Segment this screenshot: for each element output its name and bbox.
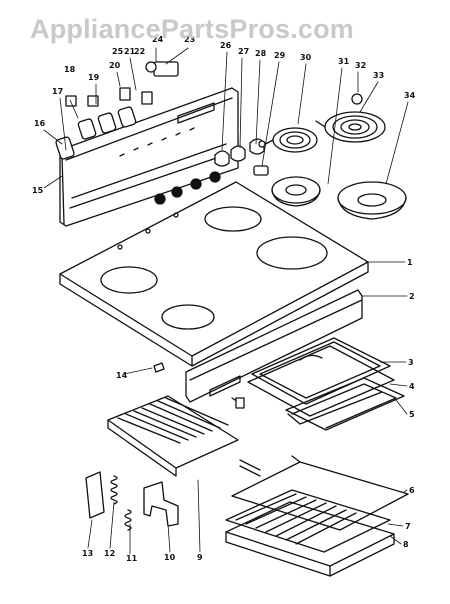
- callout-15: 15: [32, 186, 44, 195]
- callout-33: 33: [373, 71, 384, 80]
- bracket-13: [85, 471, 105, 519]
- terminal-block: [235, 397, 245, 409]
- broiler-pan: [225, 501, 395, 577]
- callout-6: 6: [409, 486, 415, 495]
- leader-lines: [43, 47, 409, 555]
- callout-27: 27: [238, 47, 249, 56]
- panel-knobs: [154, 171, 221, 205]
- grill-grate: [107, 395, 239, 477]
- callout-10: 10: [164, 553, 176, 562]
- drip-pan-large: [337, 181, 407, 220]
- drip-pan-small: [271, 176, 321, 207]
- callout-8: 8: [403, 540, 409, 549]
- control-panel: [59, 87, 239, 227]
- element-receptacle: [253, 93, 363, 176]
- callout-25: 25: [112, 47, 124, 56]
- callout-2: 2: [409, 292, 415, 301]
- spring-12: [110, 475, 118, 505]
- callout-24: 24: [152, 35, 164, 44]
- callout-20: 20: [109, 61, 121, 70]
- control-housing: [185, 289, 363, 403]
- bracket-10: [143, 481, 179, 527]
- callout-26: 26: [220, 41, 232, 50]
- clip-14: [153, 362, 165, 373]
- callout-34: 34: [404, 91, 416, 100]
- callout-18: 18: [64, 65, 76, 74]
- callout-numbers: 1 2 3 4 5 6 7 8 9 10 11 12 13 14 15 16 1…: [32, 35, 416, 563]
- callout-17: 17: [52, 87, 63, 96]
- callout-19: 19: [88, 73, 100, 82]
- callout-9: 9: [197, 553, 203, 562]
- cooktop: [59, 181, 369, 367]
- callout-23: 23: [184, 35, 195, 44]
- broiler-element: [231, 455, 409, 531]
- callout-11: 11: [126, 554, 138, 563]
- callout-30: 30: [300, 53, 312, 62]
- callout-12: 12: [104, 549, 115, 558]
- callout-31: 31: [338, 57, 350, 66]
- callout-1: 1: [407, 258, 413, 267]
- callout-3: 3: [408, 358, 414, 367]
- callout-32: 32: [355, 61, 366, 70]
- callout-14: 14: [116, 371, 128, 380]
- callout-16: 16: [34, 119, 46, 128]
- callout-4: 4: [409, 382, 415, 391]
- callout-5: 5: [409, 410, 415, 419]
- callout-29: 29: [274, 51, 286, 60]
- surface-element-small: [261, 127, 318, 153]
- broil-element: [231, 377, 405, 431]
- callout-21: 21: [124, 47, 136, 56]
- broiler-rack: [225, 489, 391, 553]
- callout-28: 28: [255, 49, 267, 58]
- callout-13: 13: [82, 549, 93, 558]
- bake-element: [247, 345, 395, 425]
- spring-11: [124, 509, 132, 531]
- watermark-logo: AppliancePartsPros.com: [30, 14, 355, 44]
- surface-element-large: [315, 111, 386, 143]
- callout-22: 22: [134, 47, 145, 56]
- switch-components: [55, 61, 179, 160]
- callout-7: 7: [405, 522, 411, 531]
